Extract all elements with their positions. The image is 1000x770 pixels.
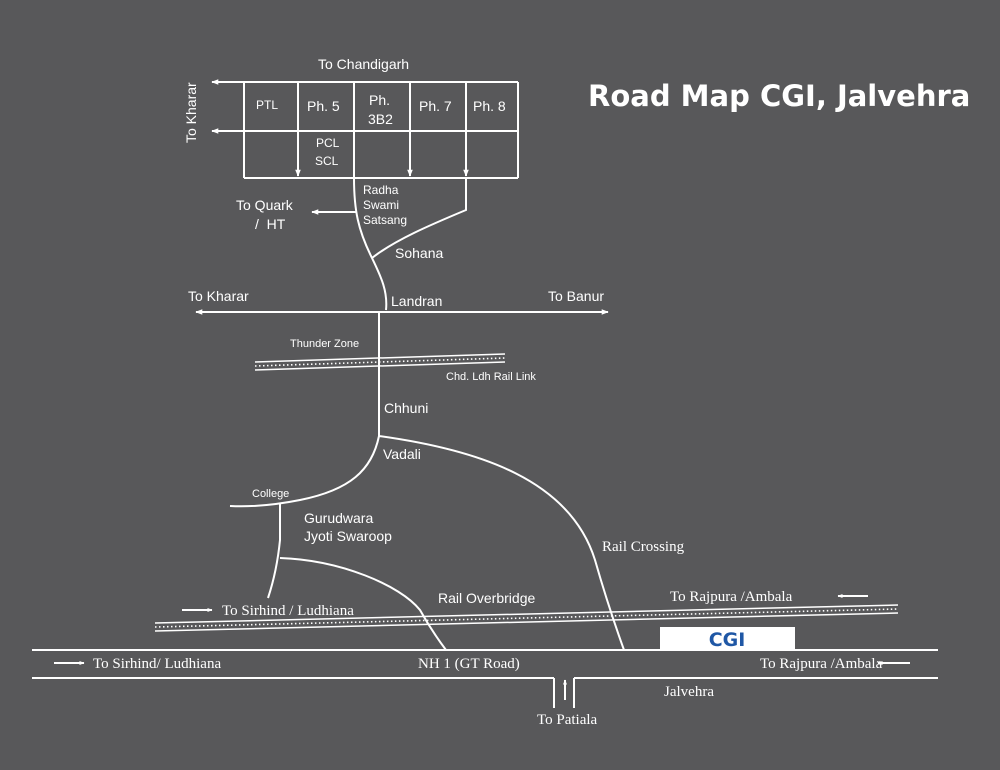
cell-ph8: Ph. 8	[473, 98, 506, 114]
label-to-sirhind-rail: To Sirhind / Ludhiana	[222, 603, 354, 619]
label-gurudwara: Gurudwara	[304, 510, 373, 526]
label-chhuni: Chhuni	[384, 400, 428, 416]
sector-grid: To Chandigarh To Kharar PTL Ph. 5 Ph. 3B…	[183, 56, 519, 179]
label-to-kharar-top: To Kharar	[183, 82, 199, 143]
label-rail-overbridge: Rail Overbridge	[438, 590, 535, 606]
label-vadali: Vadali	[383, 446, 421, 462]
label-jyoti-swaroop: Jyoti Swaroop	[304, 528, 392, 544]
cell-ph3b2-line2: 3B2	[368, 111, 393, 127]
label-radha: Radha	[363, 183, 399, 197]
label-to-sirhind-road: To Sirhind/ Ludhiana	[93, 656, 221, 672]
label-to-rajpura-road: To Rajpura /Ambala	[760, 656, 883, 672]
label-landran: Landran	[391, 293, 442, 309]
label-nh1: NH 1 (GT Road)	[418, 656, 520, 672]
cgi-marker[interactable]: CGI	[660, 627, 795, 651]
label-scl: SCL	[315, 154, 339, 168]
cell-ph5: Ph. 5	[307, 98, 340, 114]
label-sohana: Sohana	[395, 245, 443, 261]
label-rail-crossing: Rail Crossing	[602, 539, 685, 555]
label-satsang: Satsang	[363, 213, 407, 227]
railway-track-icon	[154, 604, 899, 632]
label-to-chandigarh: To Chandigarh	[318, 56, 409, 72]
label-pcl: PCL	[316, 136, 340, 150]
cell-ph3b2: Ph.	[369, 92, 390, 108]
cell-ph7: Ph. 7	[419, 98, 452, 114]
label-to-rajpura-rail: To Rajpura /Ambala	[670, 589, 793, 605]
label-to-quark: To Quark	[236, 197, 294, 213]
label-to-kharar: To Kharar	[188, 288, 249, 304]
label-ht: / HT	[255, 216, 286, 232]
label-thunder-zone: Thunder Zone	[290, 338, 359, 350]
label-to-banur: To Banur	[548, 288, 604, 304]
railway-track-icon	[254, 353, 506, 371]
cgi-label: CGI	[709, 629, 746, 651]
map-title: Road Map CGI, Jalvehra	[588, 79, 970, 113]
label-jalvehra: Jalvehra	[664, 684, 714, 700]
label-swami: Swami	[363, 198, 399, 212]
label-rail-link: Chd. Ldh Rail Link	[446, 371, 536, 383]
nh1-highway	[32, 649, 938, 708]
cgi-box	[660, 627, 795, 650]
cell-ptl: PTL	[256, 98, 278, 112]
label-college: College	[252, 488, 289, 500]
label-to-patiala: To Patiala	[537, 712, 598, 728]
